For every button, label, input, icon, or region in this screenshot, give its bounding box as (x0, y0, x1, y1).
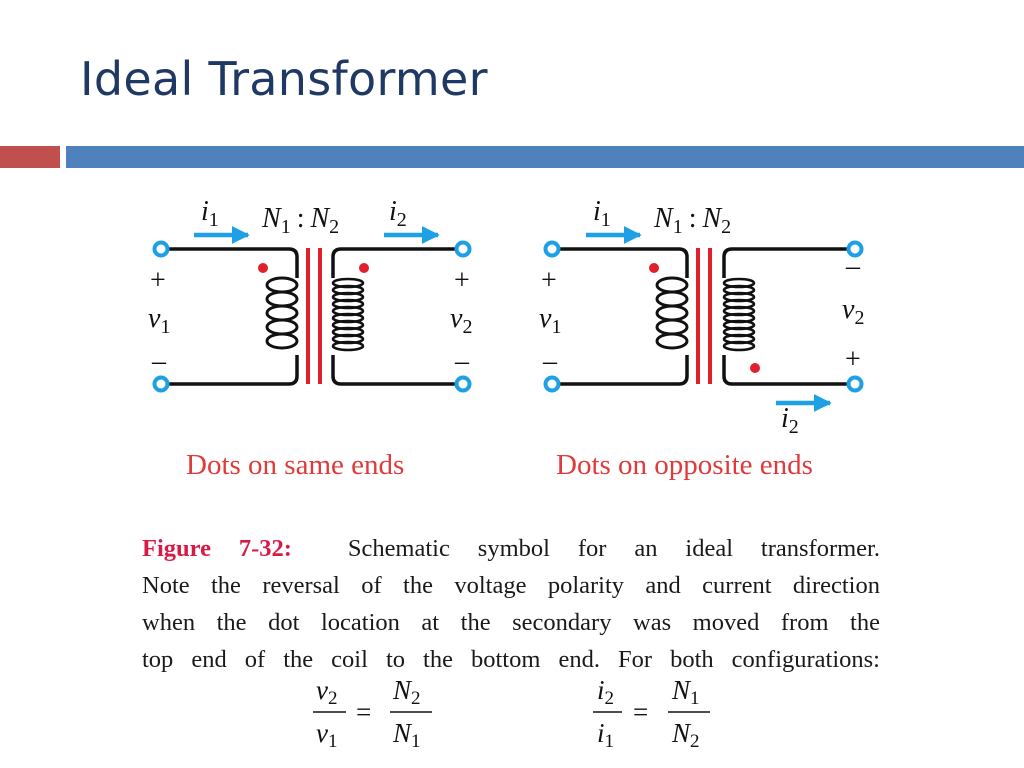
caption-line-2: Note the reversal of the voltage polarit… (142, 572, 880, 599)
left-terminal-br (454, 375, 472, 393)
voltage-eq-equals: = (356, 697, 371, 727)
left-terminal-tl (152, 240, 170, 258)
right-terminal-br (846, 375, 864, 393)
left-v2-label: v2 (450, 303, 472, 338)
figure-label: Figure 7-32: (142, 535, 292, 562)
right-core-bar-2 (708, 248, 712, 384)
left-core-bar-1 (306, 248, 310, 384)
voltage-eq-rden: N1 (392, 718, 421, 752)
right-i2-label: i2 (781, 403, 799, 438)
current-eq-rnum: N1 (671, 675, 700, 709)
right-v1-minus: – (542, 346, 558, 377)
left-terminal-bl (152, 375, 170, 393)
right-i1-label: i1 (593, 196, 611, 231)
left-turns-ratio: N1:N2 (261, 203, 339, 238)
voltage-eq-denominator: v1 (316, 718, 337, 752)
voltage-ratio-equation: v2 v1 = N2 N1 (313, 675, 432, 752)
right-terminal-bl (543, 375, 561, 393)
caption-line-4: top end of the coil to the bottom end. F… (142, 646, 880, 673)
right-v1-plus: + (541, 265, 557, 296)
accent-bar-blue (66, 146, 1024, 168)
right-core-bar-1 (696, 248, 700, 384)
right-primary-coil (655, 276, 689, 350)
left-v1-minus: – (151, 346, 167, 377)
left-v2-minus: – (454, 346, 470, 377)
left-caption: Dots on same ends (186, 449, 404, 481)
left-primary-dot (258, 263, 268, 273)
left-transformer: i1 i2 N1:N2 + v1 – + v2 – Dots on same e… (148, 196, 472, 481)
right-v2-minus: – (845, 251, 861, 282)
caption-line-1-text: Schematic symbol for an ideal transforme… (347, 535, 880, 562)
right-v1-label: v1 (539, 303, 561, 338)
slide-title: Ideal Transformer (80, 52, 488, 106)
right-secondary-coil (722, 277, 756, 352)
right-secondary-top-wire (722, 247, 849, 278)
current-eq-rden: N2 (671, 718, 700, 752)
caption-line-3: when the dot location at the secondary w… (142, 609, 880, 636)
left-secondary-bottom-wire (331, 355, 458, 386)
right-v2-label: v2 (842, 294, 864, 329)
voltage-eq-numerator: v2 (316, 675, 337, 709)
voltage-eq-rnum: N2 (392, 675, 421, 709)
left-primary-bottom-wire (168, 355, 299, 386)
caption-line-1: Figure 7-32: Schematic symbol for an ide… (142, 530, 880, 567)
left-i1-label: i1 (201, 196, 219, 231)
right-primary-top-wire (558, 247, 689, 278)
right-primary-bottom-wire (558, 355, 689, 386)
current-eq-numerator: i2 (597, 675, 614, 709)
right-transformer: i1 i2 N1:N2 + v1 – – v2 + Dots on opposi… (539, 196, 864, 481)
right-primary-dot (649, 263, 659, 273)
left-i2-label: i2 (389, 196, 407, 231)
figure-caption: Figure 7-32: Schematic symbol for an ide… (142, 530, 880, 678)
left-primary-top-wire (168, 247, 299, 278)
left-secondary-top-wire (331, 247, 458, 278)
right-secondary-bottom-wire (722, 355, 849, 386)
current-eq-denominator: i1 (597, 718, 614, 752)
right-caption: Dots on opposite ends (556, 449, 813, 481)
current-ratio-equation: i2 i1 = N1 N2 (593, 675, 710, 752)
left-v1-plus: + (150, 265, 166, 296)
right-terminal-tr (846, 240, 864, 258)
right-turns-ratio: N1:N2 (653, 203, 731, 238)
left-v1-label: v1 (148, 303, 170, 338)
right-v2-plus: + (845, 344, 861, 375)
accent-bar-red (0, 146, 60, 168)
right-secondary-dot (750, 363, 760, 373)
right-terminal-tl (543, 240, 561, 258)
current-eq-equals: = (633, 697, 648, 727)
left-primary-coil (265, 276, 299, 350)
left-secondary-coil (331, 277, 365, 352)
left-secondary-dot (359, 263, 369, 273)
left-v2-plus: + (454, 265, 470, 296)
left-terminal-tr (454, 240, 472, 258)
left-core-bar-2 (318, 248, 322, 384)
